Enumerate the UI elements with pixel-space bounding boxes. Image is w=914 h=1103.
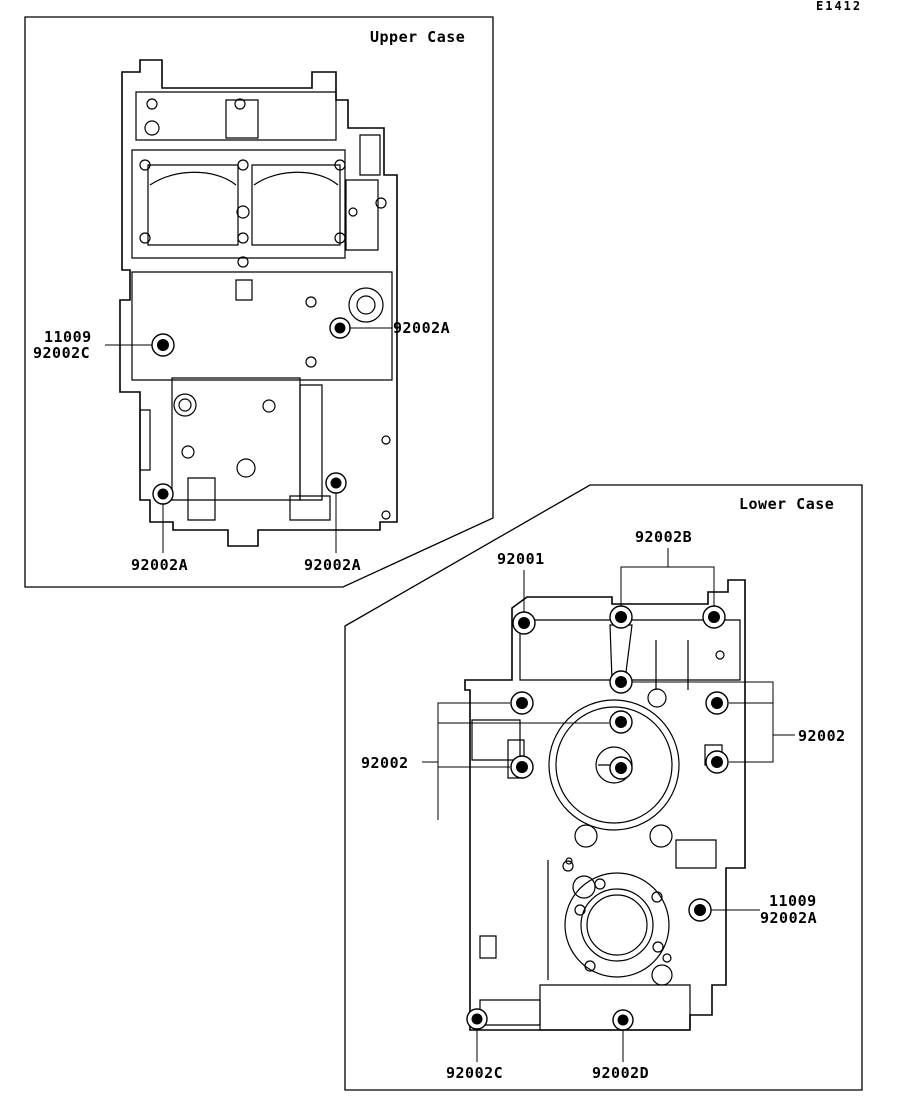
figure-code: E1412 — [816, 0, 862, 13]
lower-case-panel: Lower Case — [344, 484, 863, 1091]
lower-case-title: Lower Case — [739, 495, 834, 513]
lower-case-bolt-92002-g — [705, 750, 729, 774]
lower-case-bolt-92002b-2 — [702, 605, 726, 629]
lower-case-bolt-92002c — [466, 1008, 488, 1030]
lower-case-frame — [344, 484, 863, 1091]
lower-case-bolt-92002-c — [609, 710, 633, 734]
upper-case-bolt-92002a-bottom-right — [325, 472, 347, 494]
label-lower-92002d: 92002D — [592, 1064, 649, 1082]
lower-case-bolt-92002-d — [705, 691, 729, 715]
lower-case-bolt-92002-f — [609, 756, 633, 780]
leader-lower-92002-left — [422, 702, 609, 820]
lower-case-drawing — [464, 579, 746, 1031]
label-lower-92002b: 92002B — [635, 528, 692, 546]
label-lower-92002-left: 92002 — [361, 754, 409, 772]
label-lower-92001: 92001 — [497, 550, 545, 568]
label-upper-92002a-bottom-right: 92002A — [304, 556, 361, 574]
label-lower-92002-right: 92002 — [798, 727, 846, 745]
upper-case-bolt-11009 — [151, 333, 175, 357]
lower-case-bolt-92002-a — [609, 670, 633, 694]
upper-case-drawing — [119, 59, 398, 547]
lower-case-bolt-92002b-1 — [609, 605, 633, 629]
label-lower-92002c: 92002C — [446, 1064, 503, 1082]
lower-case-bolt-92001 — [512, 611, 536, 635]
lower-case-bolt-92002-b — [510, 691, 534, 715]
lower-case-bolt-92002d — [612, 1009, 634, 1031]
upper-case-frame — [24, 16, 494, 588]
leader-lower-92002b — [620, 548, 715, 606]
label-upper-92002c: 92002C — [33, 344, 90, 362]
label-upper-11009: 11009 — [44, 328, 92, 346]
upper-case-panel: Upper Case — [24, 16, 494, 588]
upper-case-bolt-92002a-bottom-left — [152, 483, 174, 505]
leader-lower-92002-right — [632, 681, 795, 763]
label-lower-92002a: 92002A — [760, 909, 817, 927]
label-upper-92002a-right: 92002A — [393, 319, 450, 337]
upper-case-title: Upper Case — [370, 28, 465, 46]
label-lower-11009: 11009 — [769, 892, 817, 910]
lower-case-bolt-11009 — [688, 898, 712, 922]
label-upper-92002a-bottom-left: 92002A — [131, 556, 188, 574]
lower-case-bolt-92002-e — [510, 755, 534, 779]
upper-case-bolt-92002a-right — [329, 317, 351, 339]
